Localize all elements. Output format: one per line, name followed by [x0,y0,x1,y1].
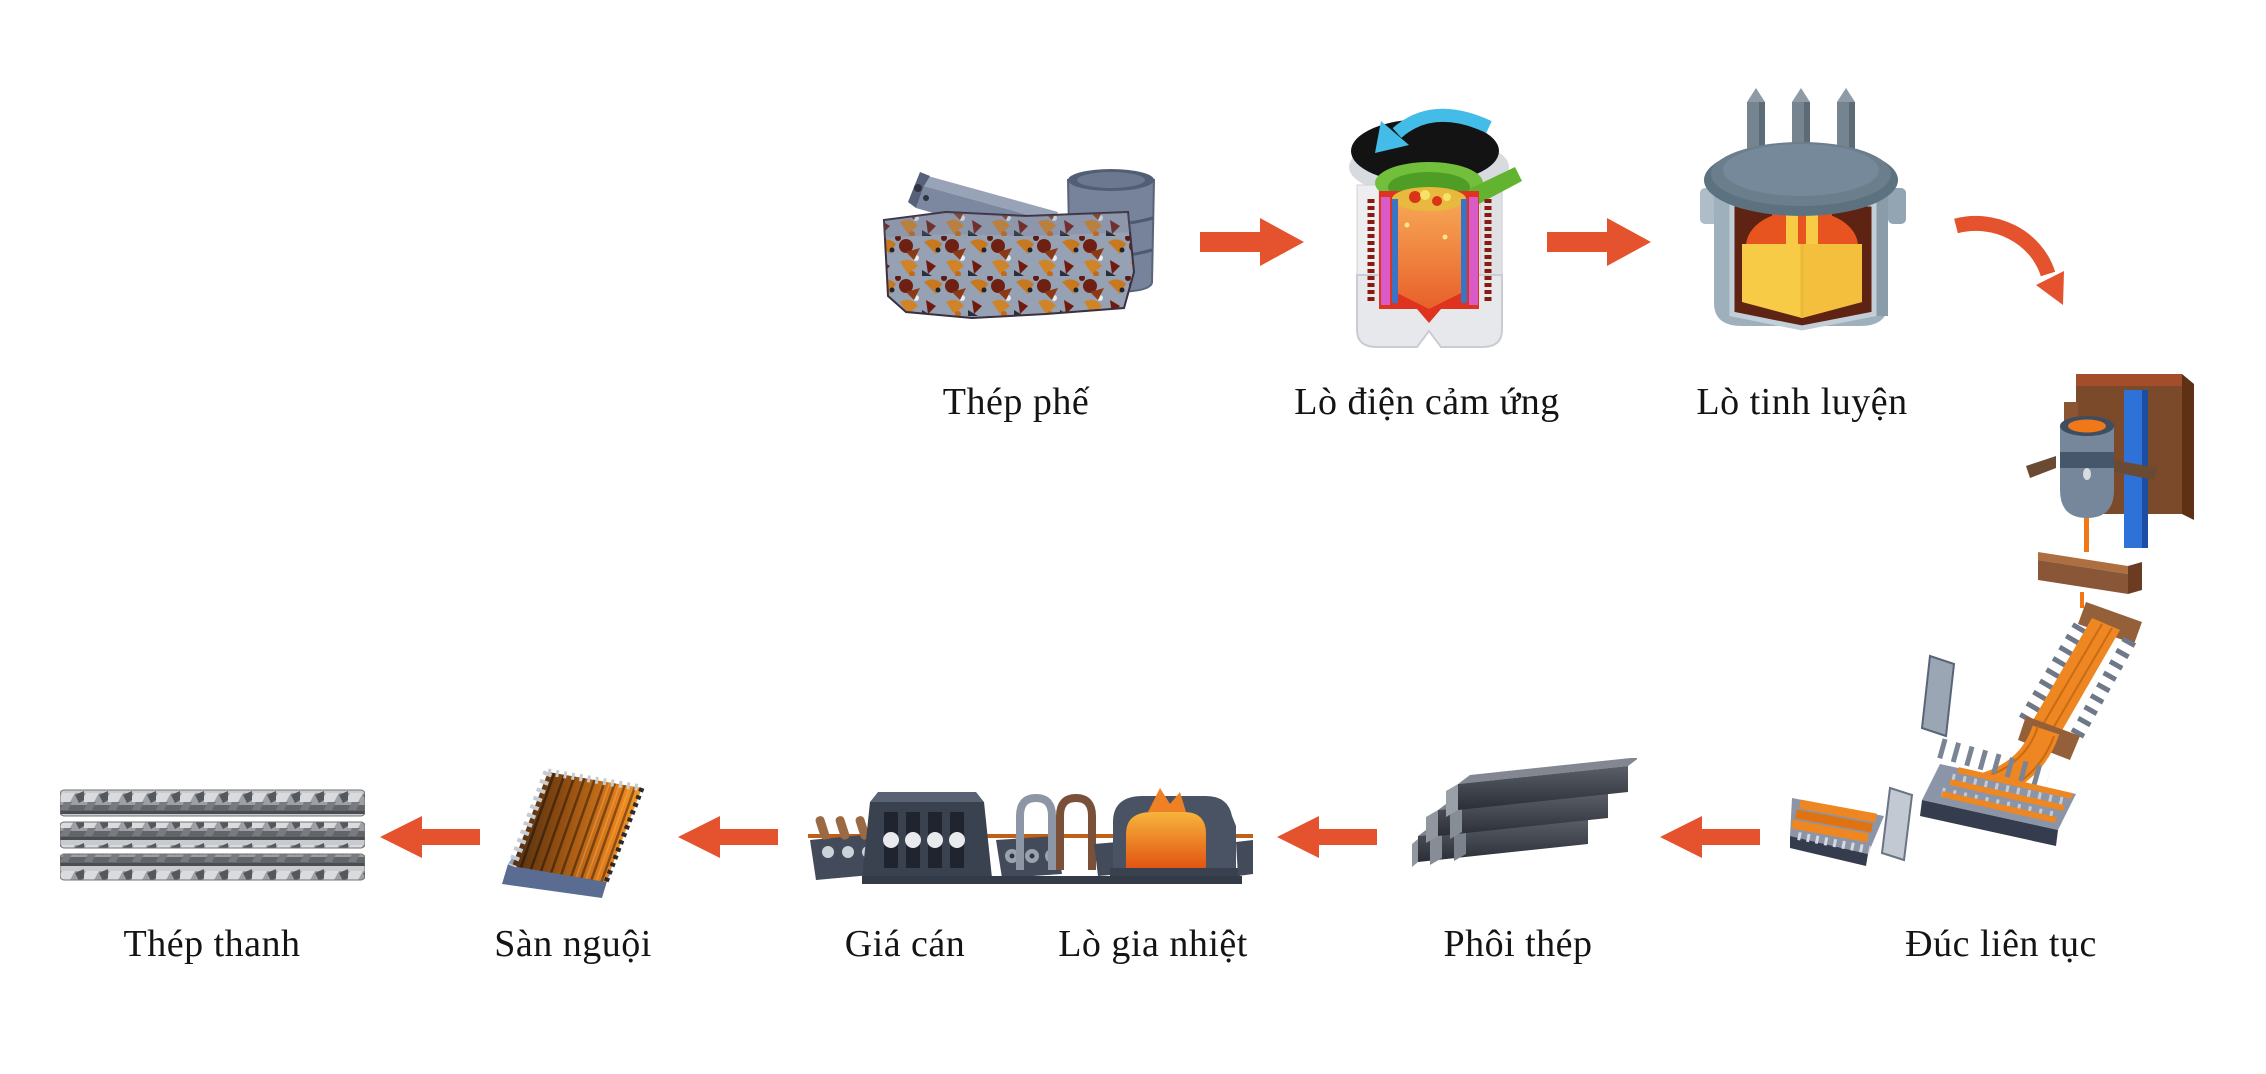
bed-base [502,864,608,898]
rolling-stands-housing [862,792,992,878]
steel-billets-icon [1412,758,1637,867]
label-casting: Đúc liên tục [1905,923,2097,965]
electrodes [1747,88,1855,154]
scrap-steel-icon [882,169,1156,320]
green-duct [1465,167,1522,205]
label-bar: Thép thanh [123,923,301,965]
furnace-cutaway [1729,201,1877,331]
flow-arrow-curved [1954,215,2064,305]
label-cooling: Sàn nguội [494,923,652,965]
pass-line [808,834,1253,838]
flow-arrow-left-2 [1277,816,1377,858]
divider-plate [1880,786,1914,862]
runout-table-left [1790,798,1884,866]
tundish [2038,552,2142,608]
label-billet: Phôi thép [1443,923,1593,965]
billet-top-layer [1446,758,1637,817]
induction-furnace-icon [1349,108,1522,348]
label-reheat: Lò gia nhiệt [1058,923,1248,965]
scrap-pile [882,210,1136,320]
label-refining: Lò tinh luyện [1696,381,1908,423]
flow-arrow-right-2 [1547,218,1651,266]
flow-arrow-left-3 [678,816,778,858]
runout-table-right [1920,764,2076,846]
cooling-bed-icon [502,768,645,898]
label-stand: Giá cán [844,923,966,965]
reheating-furnace [1094,788,1253,876]
flow-arrow-left-4 [380,816,480,858]
molten-stream [2084,518,2089,552]
vertical-loopers [1016,793,1096,870]
bed-teeth-left [507,770,553,868]
straightener-rolls [1937,738,2051,788]
rebar-bar [60,821,365,849]
blue-flow-arrow [1392,108,1492,139]
rebar-icon [60,789,365,881]
refining-furnace-icon [1700,88,1906,331]
flow-arrow-right-1 [1200,218,1304,266]
rolling-mill-icon [808,788,1253,884]
bed-teeth-top [547,768,643,792]
continuous-caster-icon [1790,374,2194,866]
rebar-bar [60,853,365,881]
label-scrap: Thép phế [942,381,1090,423]
flame [1148,788,1186,812]
flow-arrow-left-1 [1660,816,1760,858]
rebar-bar [60,789,365,817]
divider-plate [1920,654,1956,738]
label-induction: Lò điện cảm ứng [1294,381,1560,423]
ladle [2026,416,2158,552]
